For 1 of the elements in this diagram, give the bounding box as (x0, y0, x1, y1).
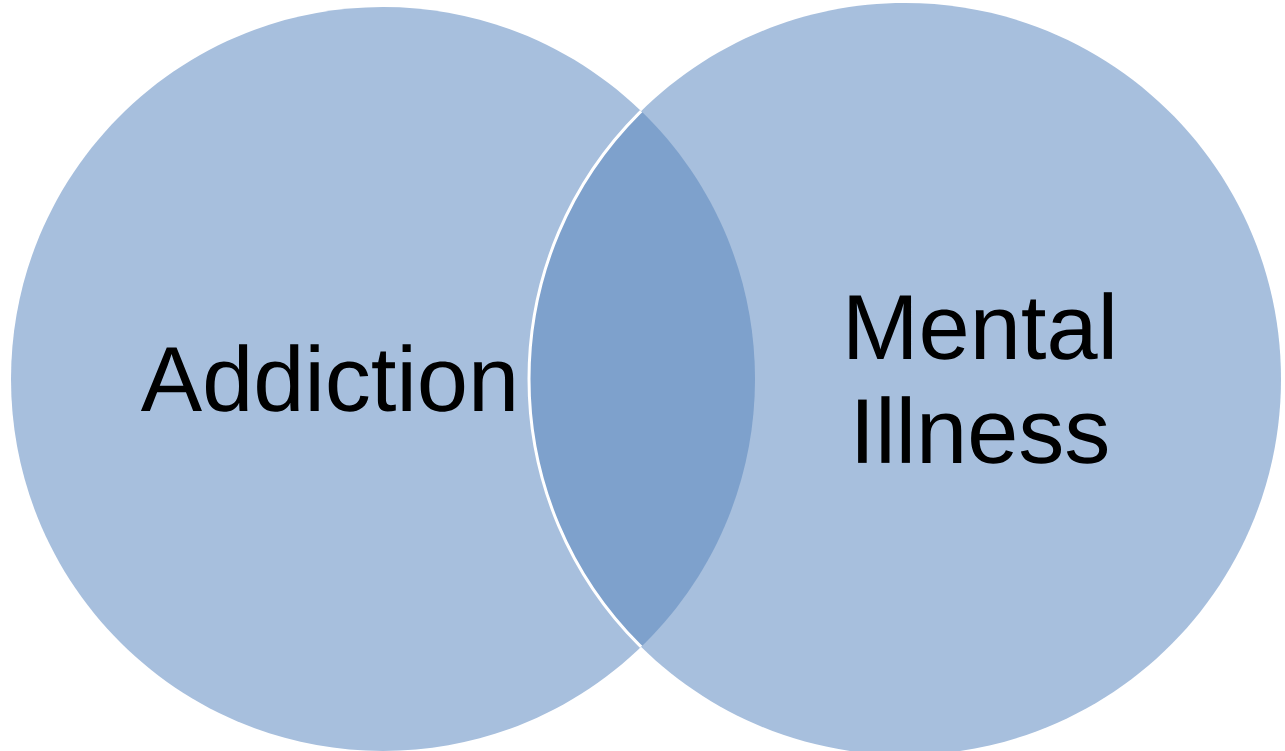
node-label: Mental Illness (849, 292, 1112, 464)
